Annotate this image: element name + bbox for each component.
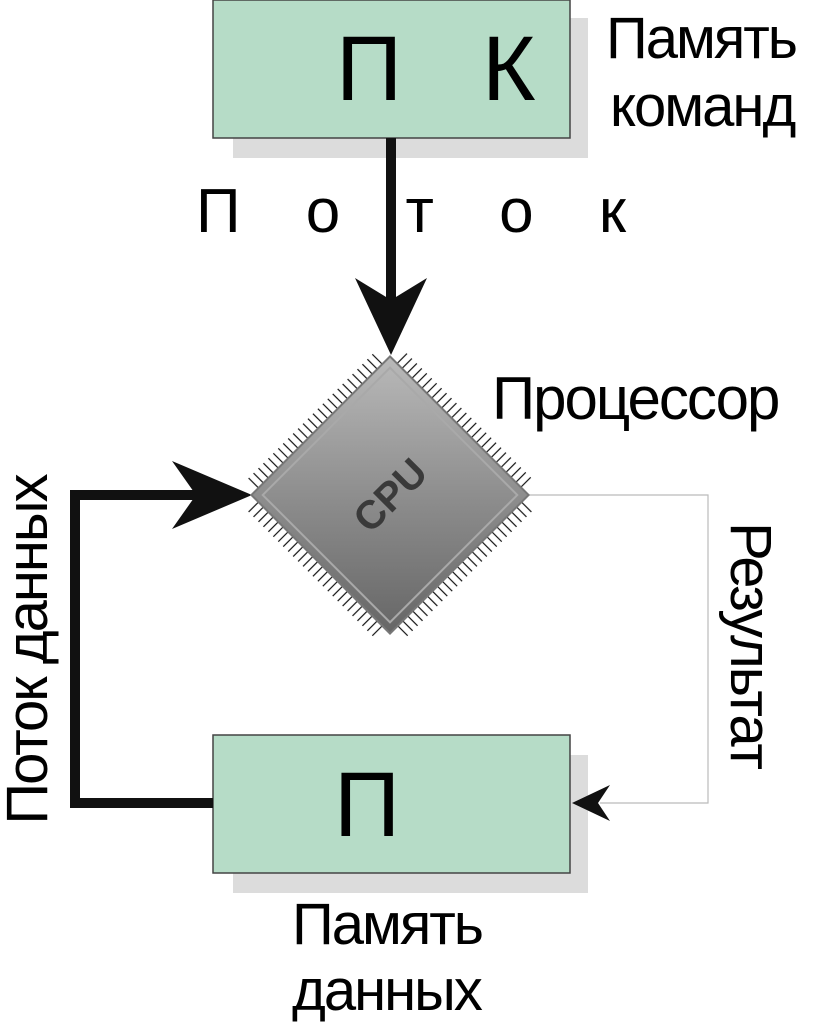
cpu-body <box>249 354 531 636</box>
program-memory-letter-p: П <box>336 18 403 120</box>
data-memory-box <box>212 734 588 893</box>
program-memory-caption-line1: Память <box>606 6 798 71</box>
result-label: Результат <box>718 522 783 768</box>
cpu-pins-left <box>245 350 390 495</box>
result-line <box>527 494 709 804</box>
program-memory-rect <box>212 0 571 139</box>
instruction-stream-label: П о т о к <box>196 177 650 246</box>
processor-label: Процессор <box>492 365 780 432</box>
instruction-stream-arrowhead <box>355 278 427 355</box>
data-stream-label: Поток данных <box>0 475 60 825</box>
cpu-inner-frame <box>261 366 519 624</box>
data-memory-caption-line2: данных <box>292 958 483 1023</box>
program-memory-caption-line2: команд <box>610 74 796 139</box>
cpu-pins-top <box>390 350 535 495</box>
program-memory-box <box>212 0 588 158</box>
program-memory-letter-k: К <box>482 18 536 120</box>
data-stream-line <box>70 490 213 808</box>
cpu-chip <box>245 350 535 640</box>
instruction-stream-arrow <box>355 138 427 355</box>
result-arrowhead <box>572 785 610 821</box>
data-memory-letter-p: П <box>334 754 401 856</box>
data-memory-rect <box>212 734 571 874</box>
cpu-pins-right <box>390 495 535 640</box>
result-arrow <box>527 494 709 821</box>
data-stream-arrow <box>70 461 252 808</box>
cpu-pins-bottom <box>245 495 390 640</box>
data-memory-caption-line1: Память <box>292 892 484 957</box>
data-stream-arrowhead <box>172 461 252 529</box>
